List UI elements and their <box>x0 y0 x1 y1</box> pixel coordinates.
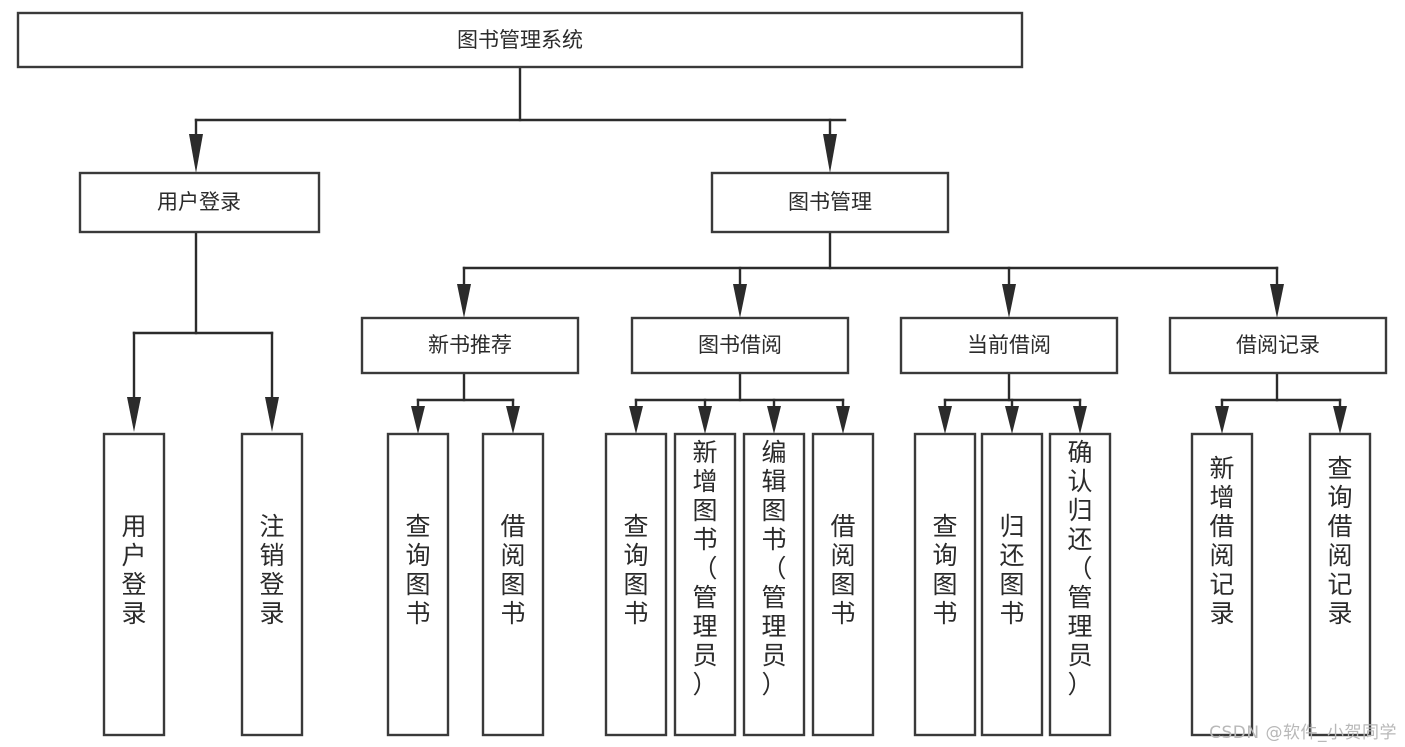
node-leaf-logout[interactable]: 注销登录 <box>240 432 304 737</box>
node-leaf-borrow-book-2[interactable]: 借阅图书 <box>811 432 875 737</box>
node-new-book-recommend-label: 新书推荐 <box>428 333 512 357</box>
arrowhead-leaf-confirm-return <box>1073 406 1087 434</box>
arrowhead-leaf-query-book-3 <box>938 406 952 434</box>
arrowhead-leaf-add-book <box>698 406 712 434</box>
node-leaf-user-login[interactable]: 用户登录 <box>102 432 166 737</box>
arrowhead-leaf-query-book-1 <box>411 406 425 434</box>
arrowhead-leaf-user-login <box>127 397 141 432</box>
node-leaf-query-record[interactable]: 查询借阅记录 <box>1308 432 1372 737</box>
node-leaf-add-record[interactable]: 新增借阅记录 <box>1190 432 1254 737</box>
node-leaf-add-book-label: 新增图书（管理员） <box>692 438 717 699</box>
arrowhead-leaf-query-record <box>1333 406 1347 434</box>
node-leaf-edit-book[interactable]: 编辑图书（管理员） <box>742 432 806 737</box>
node-user-login[interactable]: 用户登录 <box>78 171 321 234</box>
arrowhead-borrow-record <box>1270 284 1284 318</box>
node-leaf-edit-book-label: 编辑图书（管理员） <box>761 438 786 699</box>
node-leaf-confirm-return[interactable]: 确认归还（管理员） <box>1048 432 1112 737</box>
arrowhead-current-borrow <box>1002 284 1016 318</box>
node-leaf-user-login-label: 用户登录 <box>121 512 146 628</box>
node-current-borrow[interactable]: 当前借阅 <box>899 316 1119 375</box>
csdn-watermark: CSDN @软件_小贺同学 <box>1209 723 1397 743</box>
node-book-borrow-label: 图书借阅 <box>698 333 782 357</box>
node-leaf-add-book[interactable]: 新增图书（管理员） <box>673 432 737 737</box>
arrowhead-leaf-add-record <box>1215 406 1229 434</box>
node-book-management[interactable]: 图书管理 <box>710 171 950 234</box>
node-borrow-record[interactable]: 借阅记录 <box>1168 316 1388 375</box>
edges-layer <box>127 65 1347 434</box>
node-borrow-record-label: 借阅记录 <box>1236 333 1320 357</box>
node-root[interactable]: 图书管理系统 <box>16 11 1024 69</box>
node-new-book-recommend[interactable]: 新书推荐 <box>360 316 580 375</box>
node-root-label: 图书管理系统 <box>457 28 583 52</box>
arrowhead-leaf-return-book <box>1005 406 1019 434</box>
node-leaf-return-book-label: 归还图书 <box>999 512 1024 628</box>
arrowhead-book-management <box>823 134 837 173</box>
node-user-login-label: 用户登录 <box>157 190 241 214</box>
node-leaf-query-book-1[interactable]: 查询图书 <box>386 432 450 737</box>
node-current-borrow-label: 当前借阅 <box>967 333 1051 357</box>
node-book-borrow[interactable]: 图书借阅 <box>630 316 850 375</box>
node-leaf-query-book-2[interactable]: 查询图书 <box>604 432 668 737</box>
node-leaf-query-book-2-label: 查询图书 <box>623 512 648 628</box>
node-leaf-confirm-return-label: 确认归还（管理员） <box>1067 438 1092 699</box>
node-leaf-borrow-book-1-label: 借阅图书 <box>500 512 525 628</box>
arrowhead-new-book-recommend <box>457 284 471 318</box>
node-leaf-query-book-3-label: 查询图书 <box>932 512 957 628</box>
arrowhead-leaf-edit-book <box>767 406 781 434</box>
node-leaf-borrow-book-2-label: 借阅图书 <box>830 512 855 628</box>
node-leaf-logout-label: 注销登录 <box>259 512 284 628</box>
arrowhead-leaf-borrow-book-2 <box>836 406 850 434</box>
node-leaf-query-record-label: 查询借阅记录 <box>1327 454 1352 628</box>
node-leaf-return-book[interactable]: 归还图书 <box>980 432 1044 737</box>
arrowhead-leaf-borrow-book-1 <box>506 406 520 434</box>
node-leaf-query-book-1-label: 查询图书 <box>405 512 430 628</box>
arrowhead-leaf-logout <box>265 397 279 432</box>
node-leaf-borrow-book-1[interactable]: 借阅图书 <box>481 432 545 737</box>
arrowhead-book-borrow <box>733 284 747 318</box>
node-leaf-query-book-3[interactable]: 查询图书 <box>913 432 977 737</box>
arrowhead-leaf-query-book-2 <box>629 406 643 434</box>
arrowhead-user-login <box>189 134 203 173</box>
node-leaf-add-record-label: 新增借阅记录 <box>1209 454 1234 628</box>
node-book-management-label: 图书管理 <box>788 190 872 214</box>
